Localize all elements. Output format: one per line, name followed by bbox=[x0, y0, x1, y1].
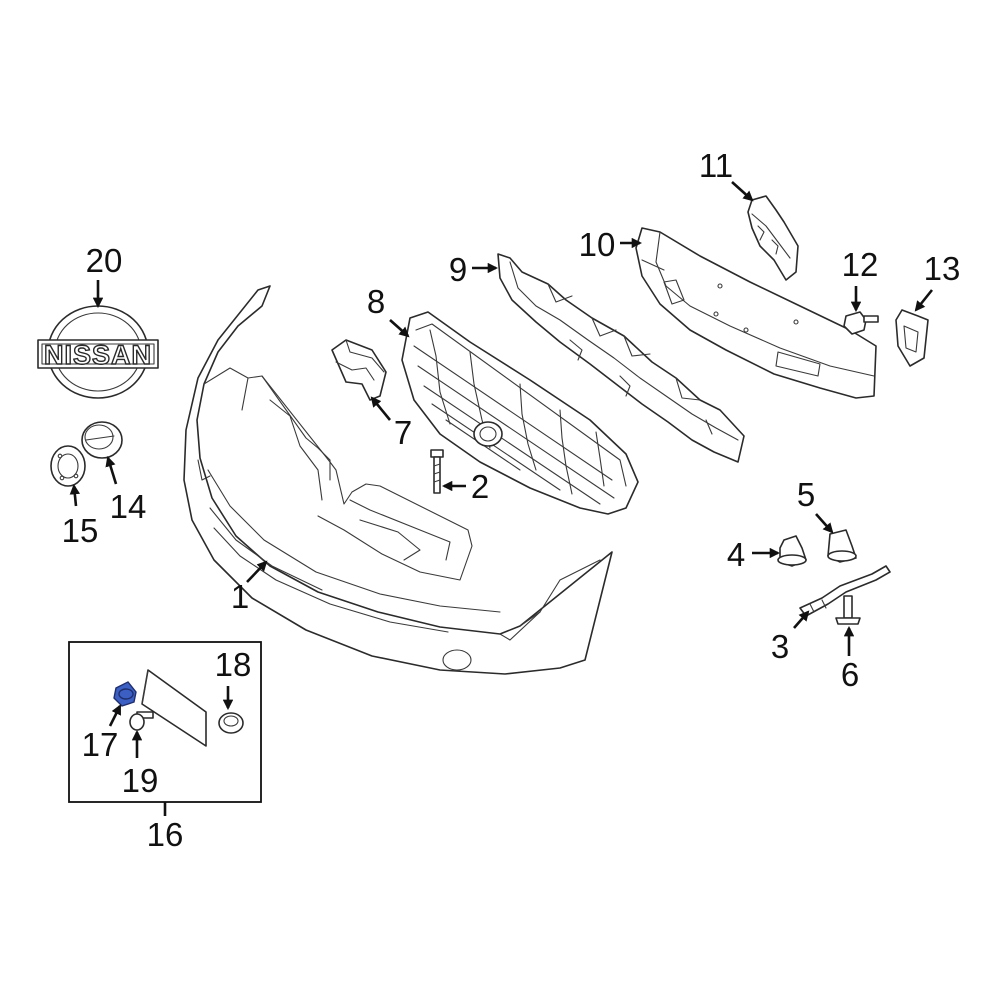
bolt-12[interactable] bbox=[843, 311, 879, 335]
arrow-1 bbox=[246, 560, 268, 583]
callout-1: 1 bbox=[231, 578, 249, 615]
callout-10: 10 bbox=[579, 226, 616, 263]
impact-bar-10[interactable] bbox=[635, 227, 877, 399]
bracket-13[interactable] bbox=[895, 309, 929, 367]
callout-3: 3 bbox=[771, 628, 789, 665]
arrow-7 bbox=[370, 396, 392, 421]
callout-2: 2 bbox=[471, 468, 489, 505]
arrow-11 bbox=[731, 181, 754, 202]
bracket-7[interactable] bbox=[331, 339, 387, 401]
callout-14: 14 bbox=[110, 488, 147, 525]
callout-13: 13 bbox=[924, 250, 961, 287]
bracket-strap-3[interactable] bbox=[799, 565, 891, 617]
grille-8[interactable] bbox=[401, 311, 639, 515]
callout-18: 18 bbox=[215, 646, 252, 683]
nissan-emblem[interactable]: NISSAN bbox=[37, 305, 159, 399]
emblem-base-14[interactable] bbox=[81, 421, 123, 459]
bolt-6[interactable] bbox=[835, 595, 861, 625]
callout-4: 4 bbox=[727, 536, 745, 573]
callout-12: 12 bbox=[842, 246, 879, 283]
callout-19: 19 bbox=[122, 762, 159, 799]
stud-2[interactable] bbox=[430, 449, 444, 494]
seal-ring-15[interactable] bbox=[50, 445, 86, 487]
mounting-plate[interactable] bbox=[141, 669, 207, 747]
callout-15: 15 bbox=[62, 512, 99, 549]
arrow-8 bbox=[389, 319, 410, 338]
bumper-cover[interactable] bbox=[183, 285, 613, 675]
energy-absorber-9[interactable] bbox=[497, 253, 745, 463]
clip-5[interactable] bbox=[827, 529, 857, 563]
clip-17-highlighted[interactable] bbox=[113, 681, 137, 707]
grommet-18[interactable] bbox=[218, 712, 244, 734]
callout-17: 17 bbox=[82, 726, 119, 763]
arrow-5 bbox=[815, 513, 834, 534]
emblem-text: NISSAN bbox=[44, 340, 152, 370]
callout-20: 20 bbox=[86, 242, 123, 279]
callout-numbers: 1 2 3 4 5 6 7 8 9 10 11 12 13 14 15 16 1… bbox=[62, 147, 961, 853]
callout-16: 16 bbox=[147, 816, 184, 853]
arrow-17 bbox=[108, 704, 122, 727]
callout-6: 6 bbox=[841, 656, 859, 693]
arrow-14 bbox=[105, 456, 118, 485]
callout-9: 9 bbox=[449, 251, 467, 288]
arrow-15 bbox=[69, 483, 81, 507]
leader-arrows bbox=[69, 181, 934, 816]
callout-11: 11 bbox=[699, 147, 733, 184]
mount-bracket-11[interactable] bbox=[747, 195, 799, 281]
arrow-3 bbox=[793, 610, 810, 629]
callout-8: 8 bbox=[367, 283, 385, 320]
callout-7: 7 bbox=[394, 414, 412, 451]
clip-nut-4[interactable] bbox=[777, 535, 807, 567]
arrow-13 bbox=[914, 289, 934, 312]
callout-5: 5 bbox=[797, 476, 815, 513]
screw-19[interactable] bbox=[129, 711, 154, 731]
